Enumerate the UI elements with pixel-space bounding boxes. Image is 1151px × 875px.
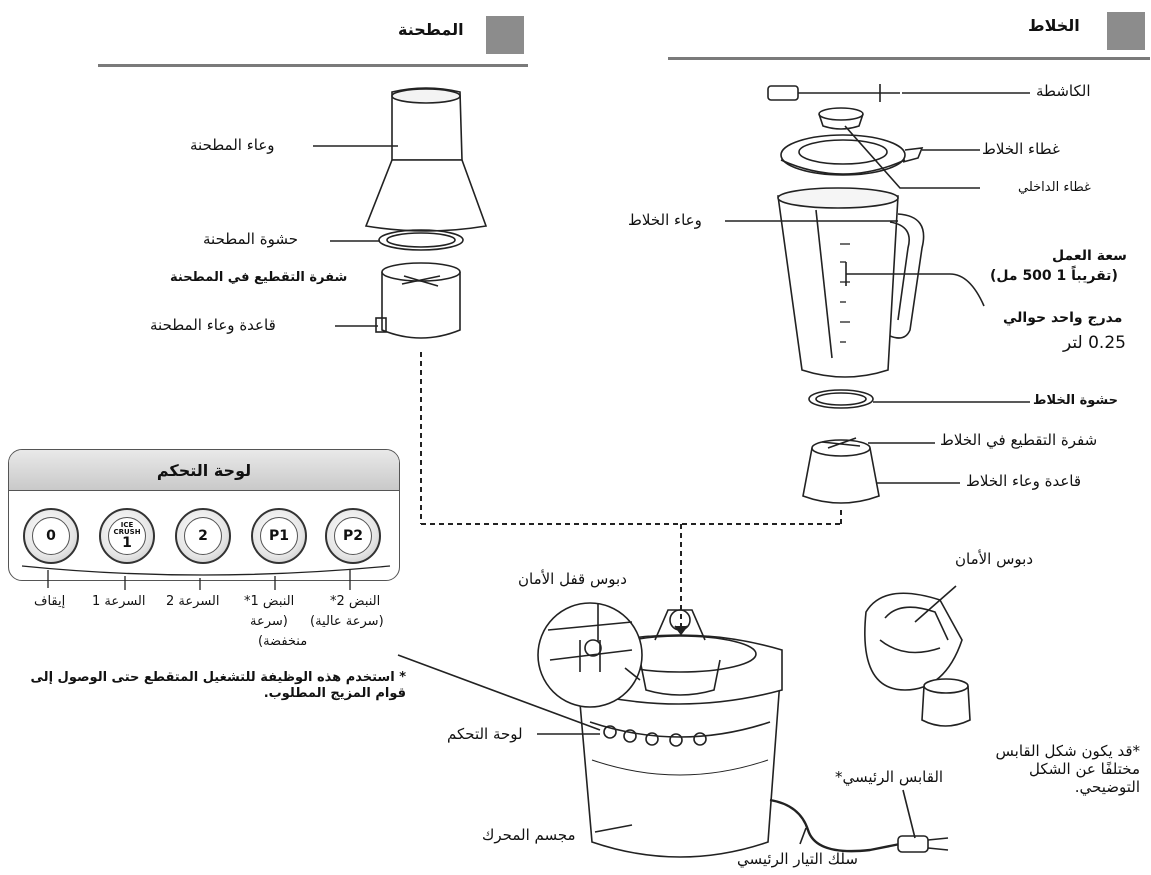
spatula-drawing [767,84,900,102]
button-off-face: 0 [32,517,70,555]
blender-jar-drawing [777,187,925,378]
control-panel-title: لوحة التحكم [9,450,399,491]
plug-drawing [897,835,949,853]
label-motor-body: مجسم المحرك [482,826,576,844]
blender-section-rule [668,57,1150,60]
caption-pulse-2-line2: (سرعة عالية) [310,614,384,629]
grinder-section-title: المطحنة [398,20,464,39]
label-blender-lid: غطاء الخلاط [982,140,1060,158]
label-inner-lid: غطاء الداخلي [1018,180,1091,195]
button-speed-2[interactable]: 2 [175,508,231,564]
label-spatula: الكاشطة [1036,82,1091,100]
label-plug: القابس الرئيسي* [835,768,944,786]
blender-section-title: الخلاط [1028,16,1080,35]
grinder-blade-base-drawing [375,262,461,339]
motor-unit-drawing [573,609,783,858]
caption-off: إيقاف [34,594,66,609]
button-pulse-1-face: P1 [260,517,298,555]
label-control-panel: لوحة التحكم [447,725,523,743]
label-grinder-jar: وعاء المطحنة [190,136,275,154]
caption-speed-2: السرعة 2 [166,594,220,609]
caption-pulse-1-line2: (سرعة [250,614,288,629]
caption-pulse-1: النبض 1* [244,594,295,609]
button-speed-1-face: ICE CRUSH 1 [108,517,146,555]
button-speed-2-face: 2 [184,517,222,555]
label-blender-jar: وعاء الخلاط [628,211,702,229]
label-capacity-value: (تقريباً 1 500 مل) [990,268,1118,284]
button-pulse-2[interactable]: P2 [325,508,381,564]
label-capacity-title: سعة العمل [1052,248,1127,264]
label-grinder-gasket: حشوة المطحنة [203,230,298,248]
label-grinder-base: قاعدة وعاء المطحنة [150,316,276,334]
safety-pins-detail [864,592,971,727]
label-safety-pins: دبوس الأمان [955,550,1034,568]
caption-speed-1: السرعة 1 [92,594,146,609]
label-power-cord: سلك التيار الرئيسي [737,850,858,868]
grinder-jar-drawing [364,87,488,232]
grinder-section-marker [486,16,524,54]
motor-control-knobs [603,725,707,747]
label-graduation-line2: 0.25 لتر [1063,333,1126,353]
button-pulse-2-face: P2 [334,517,372,555]
inner-lid-drawing [818,107,864,130]
button-speed-1[interactable]: ICE CRUSH 1 [99,508,155,564]
grinder-section-rule [98,64,528,67]
label-blender-gasket: حشوة الخلاط [1033,393,1119,408]
grinder-gasket-drawing [378,229,464,251]
button-pulse-1[interactable]: P1 [251,508,307,564]
label-blender-base: قاعدة وعاء الخلاط [966,472,1082,490]
label-blender-blade: شفرة التقطيع في الخلاط [940,431,1098,449]
caption-pulse-2: النبض 2* [330,594,381,609]
power-cord-drawing [769,798,901,853]
blender-lid-drawing [780,134,924,176]
label-grinder-blade: شفرة التقطيع في المطحنة [170,270,348,285]
caption-pulse-1-line3: منخفضة) [258,634,308,649]
ice-crush-label: ICE CRUSH [113,521,141,536]
blender-blade-base-drawing [802,437,880,504]
button-off[interactable]: 0 [23,508,79,564]
blender-gasket-drawing [808,389,874,409]
pulse-function-note: * استخدم هذه الوظيفة للتشغيل المتقطع حتى… [30,670,406,702]
label-plug-note: *قد يكون شكل القابس مختلفًا عن الشكل الت… [995,742,1140,796]
label-safety-lock-pin: دبوس قفل الأمان [518,570,627,588]
blender-section-marker [1107,12,1145,50]
safety-lock-magnifier [537,602,643,708]
label-graduation-line1: مدرج واحد حوالي [1003,310,1123,326]
control-panel-box: لوحة التحكم 0 ICE CRUSH 1 2 P1 P2 [8,449,400,581]
